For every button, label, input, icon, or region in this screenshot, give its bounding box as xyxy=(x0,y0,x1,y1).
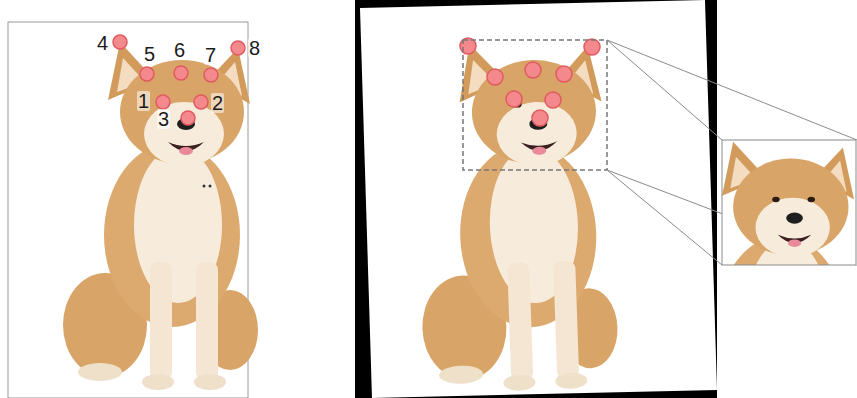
callout-number: 2 xyxy=(211,93,224,113)
callout-number: 4 xyxy=(96,33,109,53)
callout-number: 8 xyxy=(248,38,261,58)
callout-number: 6 xyxy=(173,40,186,60)
callout-number: 7 xyxy=(204,45,217,65)
callout-number: 1 xyxy=(137,91,150,111)
callout-number: 5 xyxy=(143,44,156,64)
callout-number: 3 xyxy=(157,109,170,129)
